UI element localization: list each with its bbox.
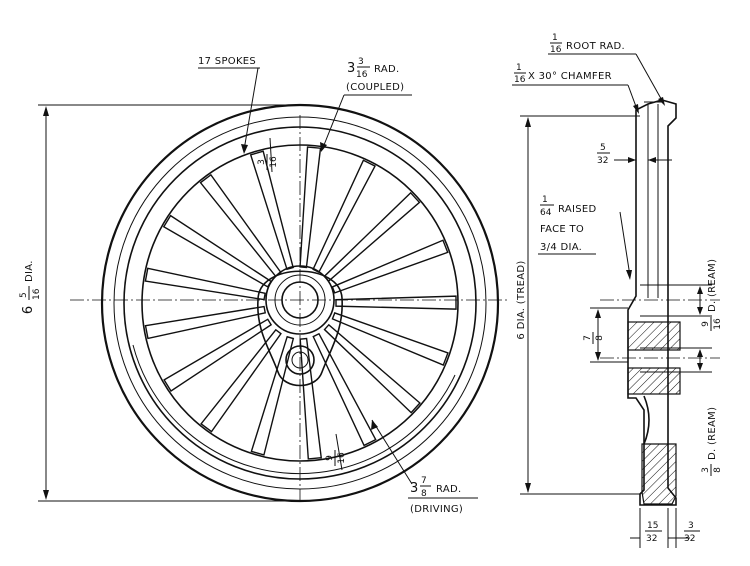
ream-bottom-dim: 3 8 D. (REAM) (697, 349, 723, 476)
spoke-width-top: 3 16 (257, 137, 279, 173)
ream-bottom-text: D. (REAM) (707, 407, 718, 460)
spokes-callout: 17 SPOKES (198, 56, 260, 154)
hub-boss (257, 270, 343, 387)
spoke (323, 323, 421, 414)
flange-dim-num: 5 (600, 143, 606, 153)
bottom-width-dims: 15 32 3 32 (630, 508, 700, 548)
flange-dim-den: 32 (597, 156, 608, 166)
driving-rim-arc (132, 344, 456, 475)
spoke-width-top-num: 3 (257, 159, 267, 165)
boss-dim-den: 8 (595, 335, 605, 341)
spoke-width-top-den: 16 (269, 156, 279, 168)
spoke (200, 328, 282, 433)
raised-face-num: 1 (542, 195, 548, 205)
tread-dia-text: 6 DIA. (TREAD) (516, 260, 527, 339)
ream-top-den: 16 (713, 318, 723, 330)
driving-rad-num: 7 (421, 476, 427, 486)
raised-face-callout: 1 64 RAISED FACE TO 3/4 DIA. (538, 195, 632, 280)
spoke (249, 150, 294, 271)
chamfer-den: 16 (514, 75, 526, 85)
spoke (250, 335, 295, 456)
spoke (331, 239, 449, 294)
spoke (299, 337, 323, 460)
driving-rad-unit: RAD. (436, 484, 461, 495)
spoke (144, 267, 266, 301)
web-curve (643, 395, 650, 445)
chamfer-callout: 1 16 X 30° CHAMFER (512, 63, 639, 114)
flange-dim: 5 32 (597, 143, 672, 166)
spoke (163, 318, 273, 392)
spoke (144, 305, 267, 340)
spoke (299, 146, 322, 269)
hub-section-upper (627, 321, 681, 351)
spoke-width-bottom: 9 16 (325, 433, 347, 471)
root-rad-callout: 1 16 ROOT RAD. (548, 33, 665, 106)
boss-dim-num: 7 (583, 335, 593, 341)
spokes-group (144, 146, 457, 460)
width-left-den: 32 (646, 534, 657, 544)
boss-dim: 7 8 (583, 307, 628, 363)
root-rad-num: 1 (552, 33, 558, 43)
driving-rad-den: 8 (421, 489, 427, 499)
coupled-rad-whole: 3 (347, 61, 355, 76)
chamfer-num: 1 (516, 63, 522, 73)
raised-face-line2: FACE TO (540, 224, 584, 235)
chamfer-text: X 30° CHAMFER (528, 71, 612, 82)
root-rad-den: 16 (550, 45, 562, 55)
width-left-num: 15 (647, 521, 658, 531)
spokes-label: 17 SPOKES (198, 56, 256, 67)
driving-rad-whole: 3 (410, 481, 418, 496)
rim-section-lower (641, 443, 677, 505)
raised-face-den: 64 (540, 208, 552, 218)
width-right-num: 3 (688, 521, 694, 531)
overall-dia-whole: 6 (21, 306, 36, 314)
spoke-width-bottom-num: 9 (325, 455, 335, 461)
overall-dia-num: 5 (19, 292, 29, 298)
spoke-width-bottom-den: 16 (337, 452, 347, 464)
spoke (335, 295, 457, 310)
spoke (331, 312, 449, 366)
raised-face-line1: RAISED (558, 204, 597, 215)
coupled-rad-num: 3 (358, 57, 364, 67)
driving-rad-callout: 3 7 8 RAD. (DRIVING) (371, 419, 478, 515)
coupled-rad-callout: 3 3 16 RAD. (COUPLED) (320, 57, 412, 152)
ream-bottom-den: 8 (713, 467, 723, 473)
side-view-section (600, 99, 720, 506)
root-rad-text: ROOT RAD. (566, 41, 625, 52)
overall-dia-den: 16 (32, 288, 42, 300)
overall-dia-unit: DIA. (24, 260, 35, 282)
ream-top-dim: 9 16 D. (REAM) (697, 259, 723, 331)
coupled-rad-unit: RAD. (374, 64, 399, 75)
raised-face-line3: 3/4 DIA. (540, 242, 582, 253)
driving-rad-note: (DRIVING) (410, 504, 463, 515)
ream-bottom-num: 3 (701, 467, 711, 473)
spoke (312, 159, 376, 274)
coupled-rad-note: (COUPLED) (346, 82, 404, 93)
tread-dia-dimension: 6 DIA. (TREAD) (516, 115, 640, 495)
width-right-den: 32 (684, 534, 695, 544)
spoke (312, 332, 377, 447)
ream-top-num: 9 (701, 321, 711, 327)
overall-dia-dimension: 6 5 16 DIA. (19, 104, 300, 502)
front-view-wheel (70, 103, 510, 503)
coupled-rad-den: 16 (356, 70, 368, 80)
ream-top-text: D. (REAM) (707, 259, 718, 312)
